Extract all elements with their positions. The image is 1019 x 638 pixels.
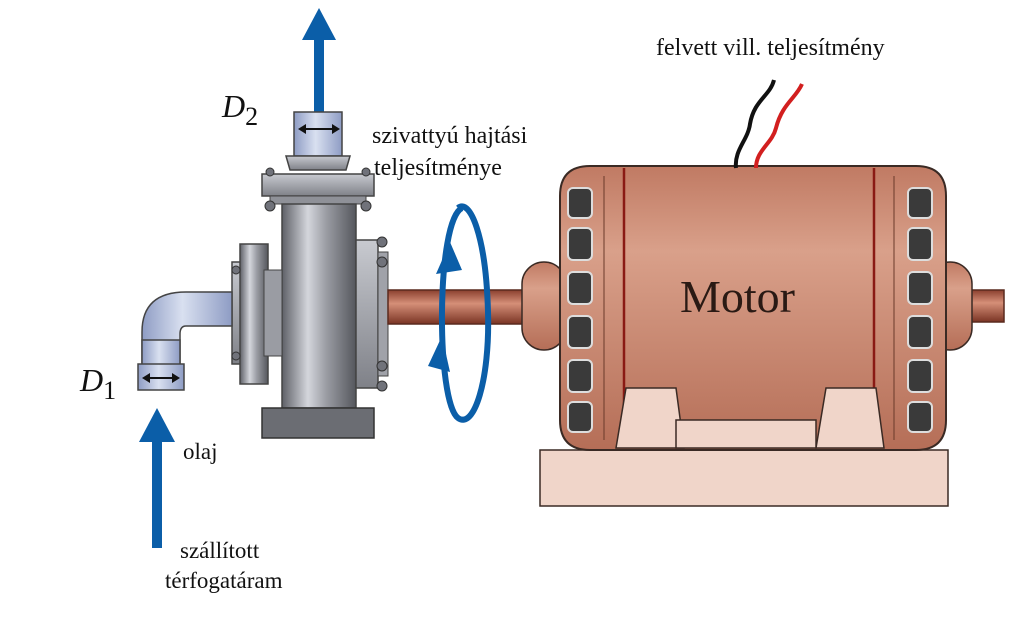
outlet-flow-arrow <box>302 8 336 114</box>
rotation-arrow <box>428 203 492 423</box>
pump-top-flange <box>261 167 375 212</box>
flow-rate-label-line2: térfogatáram <box>165 568 283 593</box>
flow-rate-label-line1: szállított <box>180 538 260 563</box>
pump-inlet-flange <box>231 243 283 385</box>
d2-dimension-arrow <box>298 124 340 134</box>
inlet-pipe <box>137 291 233 391</box>
d1-dimension-arrow <box>142 373 180 383</box>
d1-symbol: D <box>80 362 104 398</box>
motor-cooling-slots <box>567 187 933 433</box>
fluid-label: olaj <box>183 439 218 464</box>
motor-base <box>539 449 949 507</box>
d1-subscript: 1 <box>103 376 117 405</box>
shaft-power-label-line1: szivattyú hajtási <box>372 123 528 149</box>
d2-subscript: 2 <box>245 102 259 131</box>
motor-housing <box>559 165 947 451</box>
power-input-label: felvett vill. teljesítmény <box>656 35 885 61</box>
shaft-power-label-line2: teljesítménye <box>374 155 502 181</box>
outlet-pipe <box>285 111 351 171</box>
power-wires <box>733 79 804 169</box>
d1-diameter-label: D1 <box>80 362 116 406</box>
pump-body <box>261 203 375 439</box>
pump-drive-flange <box>355 236 389 392</box>
d2-diameter-label: D2 <box>222 88 258 132</box>
motor-feet <box>615 387 885 449</box>
motor-label: Motor <box>680 271 795 322</box>
inlet-flow-arrow <box>139 408 175 548</box>
d2-symbol: D <box>222 88 246 124</box>
